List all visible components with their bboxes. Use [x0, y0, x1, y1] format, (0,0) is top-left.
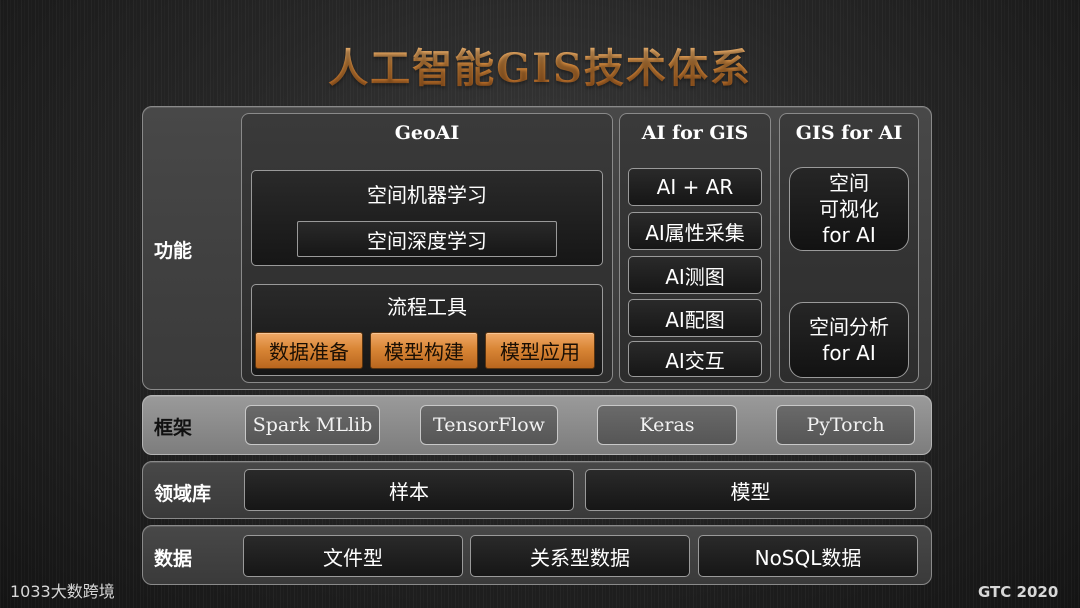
ai-for-gis-header: AI for GIS — [641, 122, 749, 144]
framework-keras: Keras — [597, 405, 737, 445]
ai-cartography-item: AI配图 — [628, 299, 762, 337]
spatial-visualization-item: 空间 可视化 for AI — [789, 167, 909, 251]
row-label-data: 数据 — [154, 548, 193, 570]
ai-attribute-collection-item: AI属性采集 — [628, 212, 762, 250]
watermark-logo: 1033大数跨境 — [10, 582, 115, 601]
step-model-build: 模型构建 — [370, 332, 478, 369]
row-label-domain-library: 领域库 — [154, 483, 212, 505]
framework-pytorch: PyTorch — [776, 405, 915, 445]
gis-for-ai-header: GIS for AI — [795, 122, 903, 144]
domain-model: 模型 — [585, 469, 916, 511]
data-file-based: 文件型 — [243, 535, 463, 577]
data-relational: 关系型数据 — [470, 535, 690, 577]
spatial-dl-box: 空间深度学习 — [297, 221, 557, 257]
step-data-prep: 数据准备 — [255, 332, 363, 369]
framework-spark-mllib: Spark MLlib — [245, 405, 380, 445]
row-label-function: 功能 — [154, 240, 193, 262]
spatial-ml-label: 空间机器学习 — [367, 183, 487, 207]
data-nosql: NoSQL数据 — [698, 535, 918, 577]
ai-interaction-item: AI交互 — [628, 341, 762, 377]
flow-tools-label: 流程工具 — [387, 295, 467, 319]
geoai-header: GeoAI — [394, 122, 460, 144]
spatial-analysis-item: 空间分析 for AI — [789, 302, 909, 378]
step-model-apply: 模型应用 — [485, 332, 595, 369]
page-title: 人工智能GIS技术体系 — [0, 36, 1080, 94]
framework-tensorflow: TensorFlow — [420, 405, 558, 445]
event-logo: GTC 2020 — [978, 583, 1059, 601]
row-label-framework: 框架 — [154, 417, 193, 439]
domain-sample: 样本 — [244, 469, 574, 511]
ai-mapping-item: AI测图 — [628, 256, 762, 294]
ai-ar-item: AI + AR — [628, 168, 762, 206]
